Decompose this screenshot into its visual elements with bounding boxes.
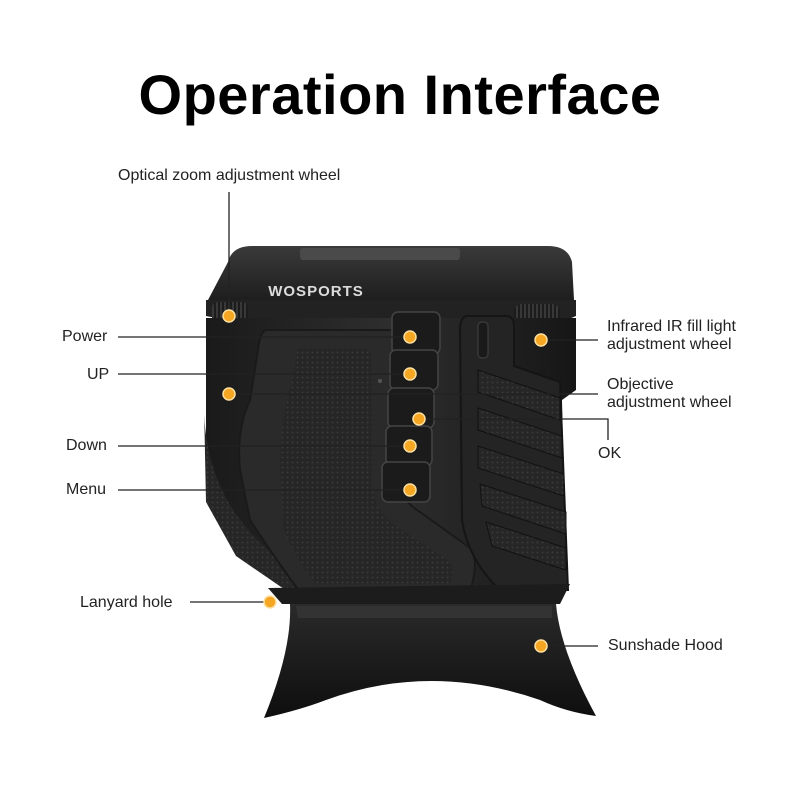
label-lanyard-hole: Lanyard hole xyxy=(80,594,173,611)
leader-lines xyxy=(118,192,609,647)
label-objective-line2: adjustment wheel xyxy=(607,394,732,411)
marker-sunshade xyxy=(534,639,548,653)
label-power: Power xyxy=(62,328,108,345)
marker-power xyxy=(403,330,417,344)
label-menu: Menu xyxy=(66,481,107,498)
label-sunshade-hood: Sunshade Hood xyxy=(608,637,723,654)
front-panel-inset xyxy=(280,348,453,584)
marker-down xyxy=(403,439,417,453)
hood-rim xyxy=(296,606,552,618)
sunshade-hood-shape xyxy=(264,604,596,718)
brand-logo: WOSPORTS xyxy=(268,283,364,300)
label-ir-line2: adjustment wheel xyxy=(607,336,732,353)
power-button-shape xyxy=(391,311,441,355)
leader-ok xyxy=(419,418,609,440)
label-up: UP xyxy=(87,366,110,383)
device-top-plate xyxy=(300,248,460,260)
label-ok: OK xyxy=(598,445,622,462)
markers xyxy=(222,309,548,653)
marker-optical-zoom xyxy=(222,309,236,323)
marker-objective-left xyxy=(222,387,236,401)
marker-lanyard xyxy=(263,595,277,609)
label-optical-zoom: Optical zoom adjustment wheel xyxy=(118,167,341,184)
label-down: Down xyxy=(66,437,107,454)
label-objective-line1: Objective xyxy=(607,376,674,393)
marker-up xyxy=(403,367,417,381)
label-ir-line1: Infrared IR fill light xyxy=(607,318,736,335)
page-title: Operation Interface xyxy=(138,63,662,126)
marker-menu xyxy=(403,483,417,497)
marker-ir xyxy=(534,333,548,347)
grip-ribs xyxy=(477,369,567,571)
indicator-dot xyxy=(378,379,382,383)
marker-ok xyxy=(412,412,426,426)
device-neck xyxy=(268,584,570,604)
device-top-lid xyxy=(208,246,574,300)
speaker-slot xyxy=(477,321,489,359)
menu-button-shape xyxy=(381,461,431,503)
